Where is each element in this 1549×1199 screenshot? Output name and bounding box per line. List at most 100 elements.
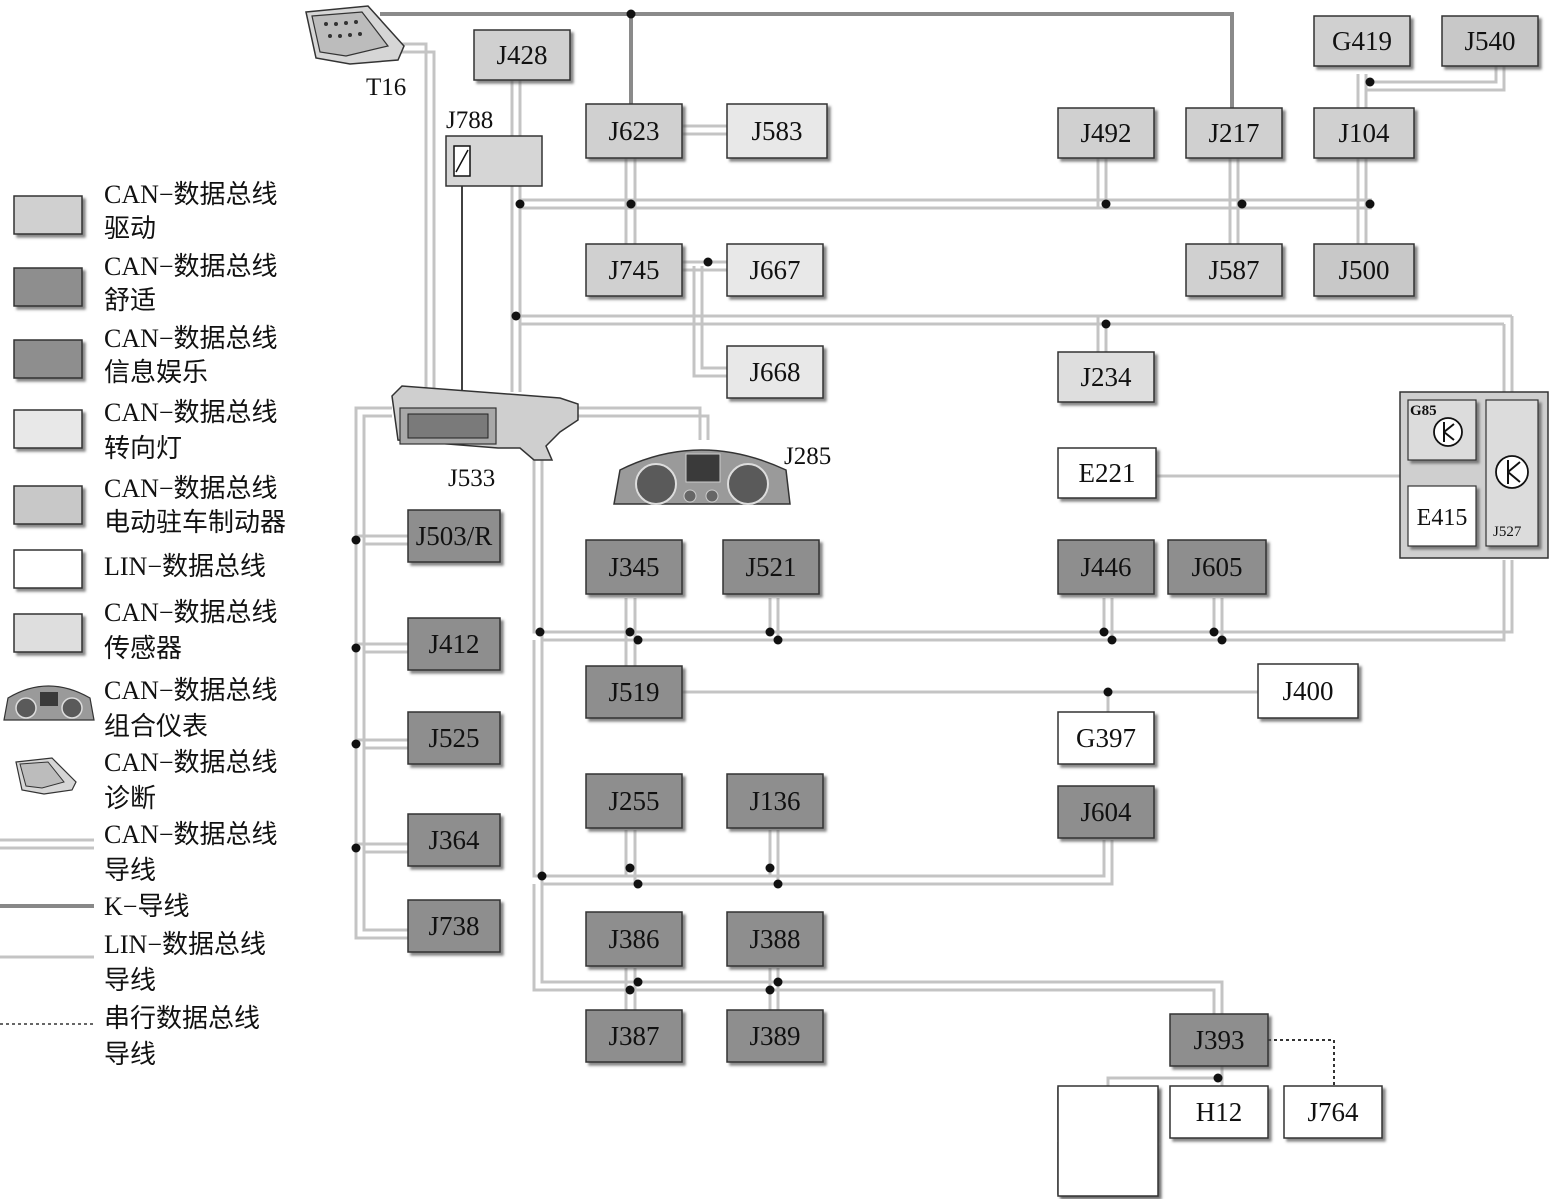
gateway-j533-icon xyxy=(391,385,579,461)
legend-swatch-turn-signal xyxy=(13,409,83,449)
module-j623: J623 xyxy=(585,103,683,159)
label-j285: J285 xyxy=(784,443,831,470)
module-j525: J525 xyxy=(407,711,501,765)
module-j428: J428 xyxy=(473,29,571,81)
legend-cluster-icon xyxy=(3,685,95,721)
legend-item-title: K−导线 xyxy=(104,892,189,921)
legend-item-title: CAN−数据总线 xyxy=(104,398,278,427)
module-j605: J605 xyxy=(1167,539,1267,595)
diag-wire xyxy=(398,42,428,392)
module-label: J136 xyxy=(749,786,800,816)
label-j527: J527 xyxy=(1493,524,1522,540)
module-label: J587 xyxy=(1208,255,1259,285)
module-label: J345 xyxy=(608,552,659,582)
legend-item-subtitle: 舒适 xyxy=(104,286,156,315)
module-j492: J492 xyxy=(1057,107,1155,159)
instrument-cluster-icon xyxy=(613,449,791,505)
legend-item-title: LIN−数据总线 xyxy=(104,552,266,581)
legend-item-title: CAN−数据总线 xyxy=(104,252,278,281)
module-label: J412 xyxy=(428,629,479,659)
module-h12: H12 xyxy=(1169,1085,1269,1139)
module-label: J364 xyxy=(428,825,480,855)
module-j388: J388 xyxy=(726,911,824,967)
module-label: J503/R xyxy=(416,521,493,551)
module-label: J217 xyxy=(1208,118,1259,148)
legend-item-subtitle: 驱动 xyxy=(104,214,156,243)
module-label: J393 xyxy=(1193,1025,1244,1055)
module-j519: J519 xyxy=(585,665,683,719)
module-label: J400 xyxy=(1282,676,1333,706)
j527-steering-column-unit xyxy=(1399,391,1549,559)
label-j788: J788 xyxy=(446,107,493,134)
legend-item-subtitle: 导线 xyxy=(104,856,156,885)
module-label: G397 xyxy=(1076,723,1136,753)
module-j745: J745 xyxy=(585,243,683,297)
module-j446: J446 xyxy=(1057,539,1155,595)
module-label: J492 xyxy=(1080,118,1131,148)
module-label: J388 xyxy=(749,924,800,954)
label-g85: G85 xyxy=(1410,403,1437,419)
k-wire xyxy=(380,12,1234,108)
module-label: J521 xyxy=(745,552,796,582)
module-j364: J364 xyxy=(407,813,501,867)
module-label: J428 xyxy=(496,40,547,70)
legend-item-subtitle: 信息娱乐 xyxy=(104,358,208,387)
legend-item-title: CAN−数据总线 xyxy=(104,474,278,503)
legend-item-subtitle: 导线 xyxy=(104,1040,156,1069)
module-label: J668 xyxy=(749,357,800,387)
legend-item-title: CAN−数据总线 xyxy=(104,676,278,705)
module-j738: J738 xyxy=(407,899,501,953)
label-j533: J533 xyxy=(448,465,495,492)
legend-swatch-parking-brake xyxy=(13,485,83,525)
legend-diagnostic-icon xyxy=(15,757,77,795)
legend-item-title: CAN−数据总线 xyxy=(104,324,278,353)
module-j604: J604 xyxy=(1057,785,1155,839)
module-j387: J387 xyxy=(585,1009,683,1063)
legend-item-title: CAN−数据总线 xyxy=(104,748,278,777)
module-j386: J386 xyxy=(585,911,683,967)
module-j587: J587 xyxy=(1185,243,1283,297)
module-label: J255 xyxy=(608,786,659,816)
legend-item-subtitle: 诊断 xyxy=(104,784,156,813)
module-j389: J389 xyxy=(726,1009,824,1063)
module-g397: G397 xyxy=(1057,711,1155,765)
module-j667: J667 xyxy=(726,243,824,297)
legend-item-subtitle: 组合仪表 xyxy=(104,712,208,741)
module-j540: J540 xyxy=(1441,15,1539,67)
module-label: J386 xyxy=(608,924,659,954)
legend-item-title: CAN−数据总线 xyxy=(104,180,278,209)
legend-swatch-drive xyxy=(13,195,83,235)
module-label: J446 xyxy=(1080,552,1131,582)
module-label: J623 xyxy=(608,116,659,146)
module-label: J764 xyxy=(1307,1097,1359,1127)
label-t16: T16 xyxy=(366,74,406,101)
module-label: J519 xyxy=(608,677,659,707)
label-e415: E415 xyxy=(1417,505,1468,531)
module-label: J667 xyxy=(749,255,800,285)
junction-dots xyxy=(351,9,1375,1083)
module-j345: J345 xyxy=(585,539,683,595)
module-label: H12 xyxy=(1196,1097,1243,1127)
module-label: J104 xyxy=(1338,118,1390,148)
legend-item-title: LIN−数据总线 xyxy=(104,930,266,959)
module-j400: J400 xyxy=(1257,663,1359,719)
module-label: J500 xyxy=(1338,255,1389,285)
legend-item-title: 串行数据总线 xyxy=(104,1004,260,1033)
module-j412: J412 xyxy=(407,617,501,671)
module-j500: J500 xyxy=(1313,243,1415,297)
module-label: J745 xyxy=(608,255,659,285)
legend-item-title: CAN−数据总线 xyxy=(104,598,278,627)
module-j217: J217 xyxy=(1185,107,1283,159)
module-label: J738 xyxy=(428,911,479,941)
module-j104: J104 xyxy=(1313,107,1415,159)
module-g419: G419 xyxy=(1313,15,1411,67)
module-e221: E221 xyxy=(1057,447,1157,499)
module-label: J389 xyxy=(749,1021,800,1051)
legend-swatch-comfort xyxy=(13,267,83,307)
module-j668: J668 xyxy=(726,345,824,399)
module-label: J525 xyxy=(428,723,479,753)
module-j234: J234 xyxy=(1057,351,1155,403)
bus-wiring xyxy=(354,12,1514,1088)
